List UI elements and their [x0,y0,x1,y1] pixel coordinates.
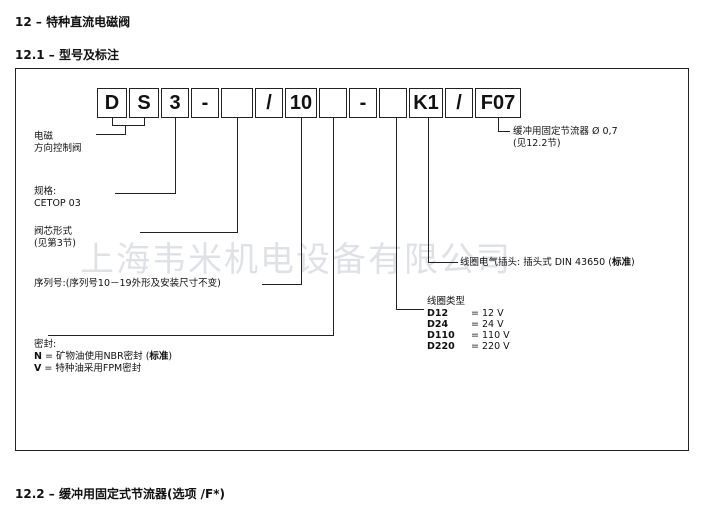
leader-line [125,125,126,134]
seal-label-text: 密封: [34,339,57,350]
seal-n-row: N = 矿物油使用NBR密封 (标准) [34,351,172,363]
code-box-dash-2: - [349,88,377,118]
connector-standard: 标准 [611,257,631,268]
directional-valve-text: 方向控制阀 [34,143,82,154]
code-box-option: F07 [475,88,521,118]
leader-line [237,118,238,233]
seal-v-key: V [34,363,42,374]
leader-line [498,118,499,132]
leader-line [48,335,334,336]
leader-line [396,118,397,310]
spool-label: 阀芯形式 (见第3节) [34,226,76,250]
connector-label: 线圈电气插头: 插头式 DIN 43650 (标准) [460,257,635,269]
leader-line [144,118,145,125]
spool-label-text: 阀芯形式 [34,226,73,237]
throttle-label: 缓冲用固定节流器 Ø 0,7 (见12.2节) [513,126,618,150]
seal-v-row: V = 特种油采用FPM密封 [34,363,172,375]
model-code-frame [15,68,689,451]
code-box-size: 3 [161,88,189,118]
code-box-coil [379,88,407,118]
leader-line [428,118,429,263]
seal-v-text: = 特种油采用FPM密封 [41,363,142,374]
leader-line [112,125,145,126]
subsection-heading-2: 12.2 – 缓冲用固定式节流器(选项 /F*) [15,485,225,502]
subsection-number: 12.2 – [15,487,55,501]
spool-note-text: (见第3节) [34,238,76,249]
subsection-heading-1: 12.1 – 型号及标注 [15,46,119,63]
code-box-dash-1: - [191,88,219,118]
code-box-slash-1: / [255,88,283,118]
throttle-text: 缓冲用固定节流器 Ø 0,7 [513,126,618,137]
table-row: D110 = 110 V [427,330,510,341]
code-box-s: S [129,88,159,118]
coil-code: D110 [427,330,455,341]
leader-line [115,193,176,194]
section-title: 特种直流电磁阀 [46,15,131,29]
leader-line [112,118,113,125]
leader-line [140,232,238,233]
size-label-text: 规格: [34,186,57,197]
table-row: D220 = 220 V [427,341,510,352]
seal-n-key: N [34,351,42,362]
watermark: 上海韦米机电设备有限公司 [80,240,512,280]
seal-n-close: ) [168,351,173,362]
table-row: D24 = 24 V [427,319,510,330]
coil-voltage: = 12 V [471,308,504,319]
code-box-connector: K1 [409,88,443,118]
leader-line [333,118,334,336]
connector-text: 线圈电气插头: 插头式 DIN 43650 ( [460,257,612,268]
subsection-number: 12.1 – [15,48,55,62]
coil-voltage: = 110 V [471,330,510,341]
solenoid-label: 电磁 方向控制阀 [34,131,82,155]
leader-line [428,262,458,263]
section-heading: 12 – 特种直流电磁阀 [15,13,130,30]
coil-code: D220 [427,341,455,352]
leader-line [175,118,176,194]
leader-line [498,131,510,132]
seal-n-standard: 标准 [149,351,169,362]
table-row: D12 = 12 V [427,308,510,319]
coil-type-table: D12 = 12 V D24 = 24 V D110 = 110 V D220 = 22… [427,308,510,352]
size-label: 规格: CETOP 03 [34,186,81,210]
size-value-text: CETOP 03 [34,198,81,209]
code-box-d: D [97,88,127,118]
leader-line [396,309,424,310]
subsection-title: 缓冲用固定式节流器(选项 /F*) [58,487,225,501]
seal-label: 密封: N = 矿物油使用NBR密封 (标准) V = 特种油采用FPM密封 [34,339,172,375]
connector-close: ) [630,257,635,268]
solenoid-text: 电磁 [34,131,54,142]
serial-label: 序列号:(序列号10－19外形及安装尺寸不变) [34,278,221,289]
code-box-serial: 10 [285,88,317,118]
seal-n-text: = 矿物油使用NBR密封 ( [41,351,150,362]
leader-line [262,284,302,285]
leader-line [96,134,126,135]
section-number: 12 – [15,15,42,29]
coil-type-label: 线圈类型 [427,296,466,307]
coil-voltage: = 24 V [471,319,504,330]
code-box-seal [319,88,347,118]
subsection-title: 型号及标注 [58,48,119,62]
coil-code: D12 [427,308,449,319]
leader-line [301,118,302,285]
coil-type-block: 线圈类型 D12 = 12 V D24 = 24 V D110 = 110 V D22… [427,296,510,352]
throttle-note-text: (见12.2节) [513,138,561,149]
coil-voltage: = 220 V [471,341,510,352]
coil-code: D24 [427,319,449,330]
code-box-slash-2: / [445,88,473,118]
code-box-spool [221,88,253,118]
